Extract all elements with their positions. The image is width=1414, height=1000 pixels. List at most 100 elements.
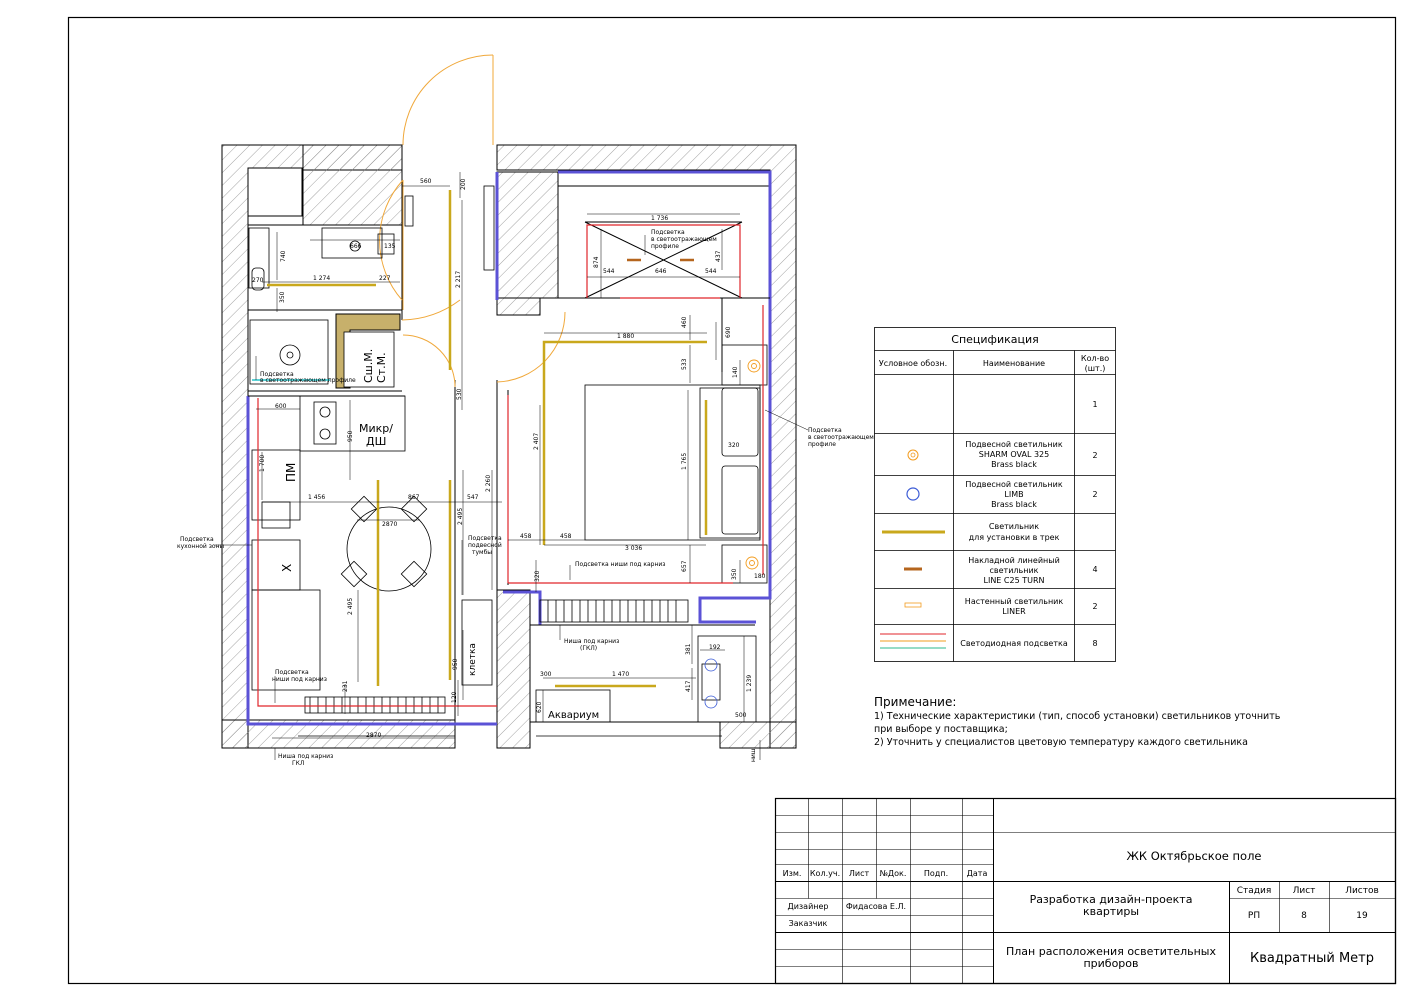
stamp-col-list: Лист: [849, 869, 870, 878]
dim: 544: [705, 268, 717, 275]
dim: 1 765: [681, 453, 688, 470]
spec-name-line: Подвесной светильник: [965, 440, 1062, 449]
dim: 140: [732, 366, 739, 378]
notes-line: 2) Уточнить у специалистов цветовую темп…: [874, 737, 1248, 748]
dim: 458: [560, 533, 572, 540]
dimension-lines: [256, 172, 756, 739]
spec-name-line: LINE C25 TURN: [984, 576, 1045, 585]
dim: 227: [379, 275, 391, 282]
dim: 2 260: [485, 475, 492, 492]
note-kitchen-zone-2: кухонной зоны: [177, 543, 225, 550]
spec-name-line: Подвесной светильник: [965, 480, 1062, 489]
spec-qty: 4: [1092, 565, 1097, 574]
stamp-work: Разработка дизайн-проекта: [1030, 893, 1193, 906]
kitchen-fixtures: [251, 395, 493, 714]
dim: 1 470: [612, 671, 629, 678]
spec-header-symbol: Условное обозн.: [879, 359, 947, 368]
led-strip-icon: [880, 633, 946, 649]
stamp-sheets: 19: [1356, 911, 1368, 921]
dim: 200: [460, 178, 467, 190]
dim: 1 239: [746, 675, 753, 692]
note-nisha-kitchen-2: ниши под карниз: [272, 676, 327, 683]
stamp-stage: РП: [1248, 911, 1260, 921]
dim: 560: [420, 178, 432, 185]
stamp-col-ndok: №Док.: [880, 869, 907, 878]
note-nisha-bed: Подсветка ниши под карниз: [575, 561, 665, 568]
spec-qty: 2: [1092, 490, 1097, 499]
note-nisha-kitchen: Подсветка: [275, 669, 309, 676]
dim: 620: [536, 701, 543, 713]
spec-name-line: Brass black: [991, 460, 1037, 469]
spec-table: Спецификация Условное обозн. Наименовани…: [874, 327, 1116, 662]
dim: 381: [685, 643, 692, 655]
note-led-profile-3: профиле: [651, 243, 679, 250]
dim: 547: [467, 494, 479, 501]
stamp-col-izm: Изм.: [783, 869, 802, 878]
blue-pendant-icon: [906, 487, 920, 501]
room-label-pm: ПМ: [284, 463, 298, 482]
spec-name-line: LINER: [1002, 607, 1026, 616]
note-nisha-bottom: Ниша под карниз: [278, 753, 333, 760]
title-block: [774, 797, 1397, 985]
dim: 350: [279, 291, 286, 303]
dim: 1 736: [651, 215, 668, 222]
note-kitchen-zone: Подсветка: [180, 536, 214, 543]
stamp-sheet-header: Лист: [1293, 886, 1316, 896]
note-led-profile: Подсветка: [651, 229, 685, 236]
dimension-labels: 560 200 740 666 135 270 1 274 227 350 2 …: [252, 178, 766, 739]
note-bath-profile-2: в светоотражающем профиле: [260, 377, 356, 384]
dim: 2 495: [347, 598, 354, 615]
pendant-lights: [745, 359, 761, 570]
spec-header-qty-unit: (шт.): [1085, 364, 1106, 373]
note-bedroom-led-2: в светоотражающем: [808, 434, 874, 441]
room-label-washer: Сш.М.: [362, 349, 375, 383]
bathroom-fixtures: [248, 185, 495, 388]
spec-name-line: Накладной линейный: [968, 556, 1060, 565]
note-tumba-3: тумбы: [472, 549, 492, 556]
wall-light-icon: [904, 602, 922, 608]
note-tumba-2: подвесной: [468, 542, 502, 549]
sheet-frame: [67, 16, 1397, 985]
dim: 2 217: [455, 271, 462, 288]
note-nisha-gkl-2: (ГКЛ): [580, 645, 597, 652]
spec-qty: 2: [1092, 451, 1097, 460]
dim: 1 456: [308, 494, 325, 501]
dim: 1 700: [259, 455, 266, 472]
stamp-col-data: Дата: [967, 869, 988, 878]
dim: 657: [681, 560, 688, 572]
track-lights: [267, 190, 708, 688]
stamp-designer-name: Фидасова Е.Л.: [846, 902, 906, 911]
stamp-col-podp: Подп.: [924, 869, 948, 878]
dim: 530: [456, 388, 463, 400]
stamp-stage-header: Стадия: [1237, 886, 1272, 896]
note-bedroom-led: Подсветка: [808, 427, 842, 434]
dim: 646: [655, 268, 667, 275]
dim: 231: [342, 680, 349, 692]
dim: 690: [725, 326, 732, 338]
leader-lines: [215, 235, 809, 760]
stamp-project: ЖК Октябрьское поле: [1126, 849, 1261, 863]
spec-name-line: Светодиодная подсветка: [960, 639, 1068, 648]
title-block-text: Изм. Кол.уч. Лист №Док. Подп. Дата Дизай…: [783, 849, 1379, 970]
notes-line: при выборе у поставщика;: [874, 724, 1008, 735]
dim: 460: [681, 316, 688, 328]
stamp-client-role: Заказчик: [789, 919, 828, 928]
note-nisha-gkl: Ниша под карниз: [564, 638, 619, 645]
note-tumba: Подсветка: [468, 535, 502, 542]
led-strips: [257, 224, 764, 707]
dim: 3 036: [625, 545, 642, 552]
spec-header-name: Наименование: [983, 359, 1045, 368]
dim: 950: [452, 658, 459, 670]
spec-name-line: LIMB: [1004, 490, 1023, 499]
perimeter-lines: [246, 170, 772, 726]
stamp-designer-role: Дизайнер: [787, 902, 828, 911]
dim: 458: [520, 533, 532, 540]
dim: 300: [540, 671, 552, 678]
spec-name-line: Brass black: [991, 500, 1037, 509]
spec-name-line: для установки в трек: [969, 533, 1060, 542]
stamp-sheet-title-2: приборов: [1083, 957, 1138, 970]
dim: 2870: [382, 521, 397, 528]
spec-qty: 8: [1092, 639, 1097, 648]
notes-block: Примечание: 1) Технические характеристик…: [874, 696, 1314, 749]
